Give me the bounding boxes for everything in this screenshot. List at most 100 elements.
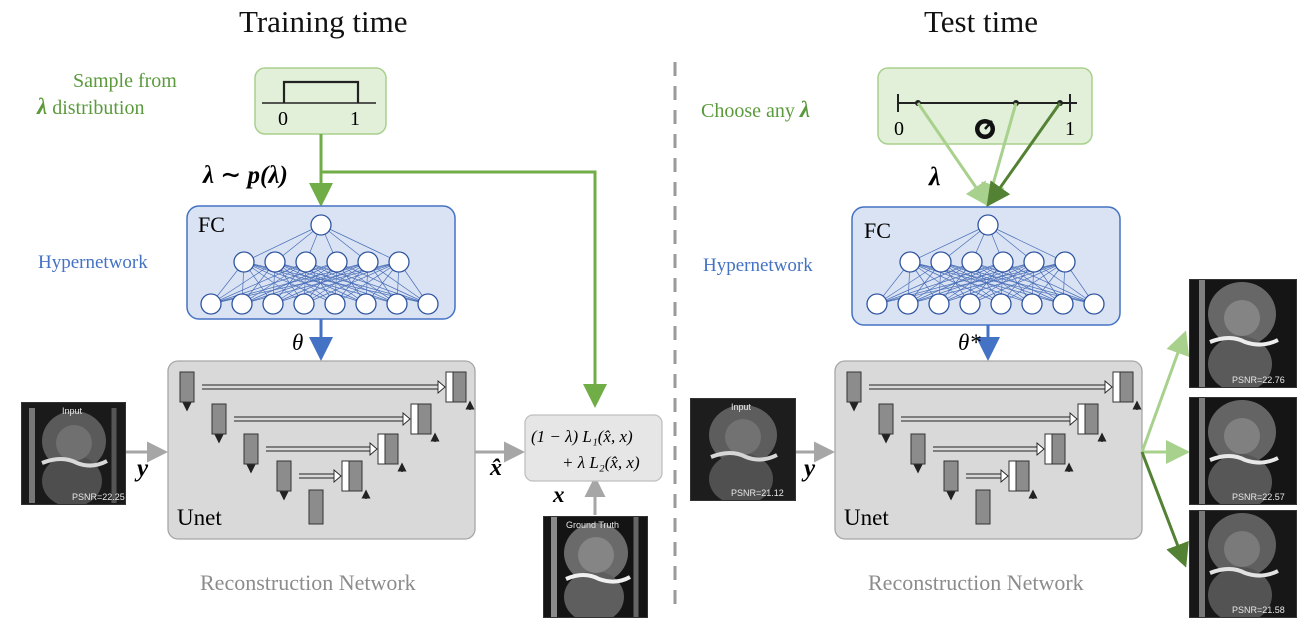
net-connection (969, 261, 1066, 305)
fc-label-train: FC (198, 212, 225, 237)
net-node (928, 293, 950, 315)
net-node (1023, 251, 1045, 273)
loss-box (524, 414, 663, 482)
net-node (357, 251, 379, 273)
net-connection (272, 261, 400, 305)
choose-text: Choose any (701, 100, 795, 122)
net-connection (320, 224, 400, 263)
unet-box-train (167, 360, 476, 540)
output-arrow-3 (1140, 451, 1189, 568)
encoder-block (910, 433, 926, 465)
input-psnr-train: PSNR=22.25 (72, 492, 125, 502)
skip-feature-block (1112, 371, 1121, 403)
sample-label-line1: Sample from (73, 70, 177, 92)
lambda-label-test: λ (929, 162, 941, 191)
net-connection (938, 261, 1066, 305)
net-node (355, 293, 377, 315)
encoder-block (943, 460, 959, 492)
net-node (1021, 293, 1043, 315)
output-mri-image-2: PSNR=22.57 (1189, 397, 1297, 505)
net-node (992, 251, 1014, 273)
net-node (897, 293, 919, 315)
theta-label: θ (292, 330, 304, 355)
net-node (295, 251, 317, 273)
net-node (231, 293, 253, 315)
decoder-block (348, 460, 363, 492)
ground-truth-caption: Ground Truth (566, 520, 620, 530)
output-psnr-3: PSNR=21.58 (1232, 605, 1285, 615)
decoder-block (1015, 460, 1030, 492)
skip-arrowhead (333, 469, 342, 483)
output-psnr-2: PSNR=22.57 (1232, 492, 1285, 502)
output-psnr-1: PSNR=22.76 (1232, 375, 1285, 385)
net-connection (987, 224, 1066, 263)
encoder-block (179, 371, 195, 403)
net-node (262, 293, 284, 315)
skip-feature-block (1044, 433, 1053, 465)
unet-architecture-test (846, 371, 1142, 525)
output-arrow-1 (1140, 330, 1190, 453)
skip-feature-block (341, 460, 350, 492)
net-node (990, 293, 1012, 315)
xhat-label: x̂ (490, 455, 502, 481)
skip-arrowhead (1000, 469, 1009, 483)
decoder-block (1051, 433, 1066, 465)
net-node (417, 293, 439, 315)
net-node (324, 293, 346, 315)
net-node (959, 293, 981, 315)
ground-truth-mri-image: Ground Truth (543, 516, 648, 618)
net-connection (210, 261, 307, 305)
net-node (233, 251, 255, 273)
output-mri-image-1: PSNR=22.76 (1189, 279, 1297, 388)
choose-label: Choose any λ (701, 97, 810, 123)
x-label: x (553, 482, 565, 507)
tick-1-train: 1 (350, 108, 360, 130)
uniform-distribution-icon (282, 80, 360, 103)
fc-network-test (866, 214, 1105, 315)
loss-line-1: (1 − λ) L₁(x̂, x) (531, 427, 633, 446)
skip-feature-block (445, 371, 454, 403)
lambda-arrow-1 (986, 102, 1062, 207)
hypernetwork-label-train: Hypernetwork (38, 252, 148, 273)
unet-label-test: Unet (844, 505, 889, 530)
y-label-train: y (137, 455, 149, 482)
net-connection (334, 261, 400, 305)
net-node (326, 251, 348, 273)
output-mri-image-3: PSNR=21.58 (1189, 510, 1297, 618)
input-mri-image-test: Input PSNR=21.12 (690, 398, 796, 501)
sample-lambda: λ (37, 94, 48, 119)
lambda-to-loss-arrow (321, 170, 607, 408)
encoder-block (276, 460, 292, 492)
decoder-block (417, 403, 432, 435)
fc-label-test: FC (864, 218, 891, 243)
skip-arrowhead (437, 380, 446, 394)
net-node (961, 251, 983, 273)
net-connection (303, 261, 400, 305)
skip-arrowhead (1036, 442, 1045, 456)
net-connection (876, 261, 942, 305)
sample-label-line2: λ distribution (37, 94, 144, 120)
tick-0-train: 0 (278, 108, 288, 130)
net-node (977, 214, 999, 236)
dial-icon (975, 119, 995, 139)
net-node (310, 214, 332, 236)
unet-architecture-train (179, 371, 475, 525)
distribution-box (254, 67, 387, 135)
skip-arrowhead (1104, 380, 1113, 394)
tick-0-test: 0 (894, 118, 904, 140)
net-connection (1000, 261, 1066, 305)
encoder-block (878, 403, 894, 435)
net-node (1052, 293, 1074, 315)
net-node (1083, 293, 1105, 315)
net-connection (210, 261, 338, 305)
test-title: Test time (924, 4, 1039, 39)
net-node (899, 251, 921, 273)
input-psnr-test: PSNR=21.12 (731, 488, 784, 498)
skip-arrowhead (1069, 412, 1078, 426)
bottleneck-block (308, 489, 324, 525)
net-node (386, 293, 408, 315)
unet-label-train: Unet (177, 505, 222, 530)
skip-arrowhead (402, 412, 411, 426)
decoder-block (1119, 371, 1134, 403)
skip-feature-block (410, 403, 419, 435)
